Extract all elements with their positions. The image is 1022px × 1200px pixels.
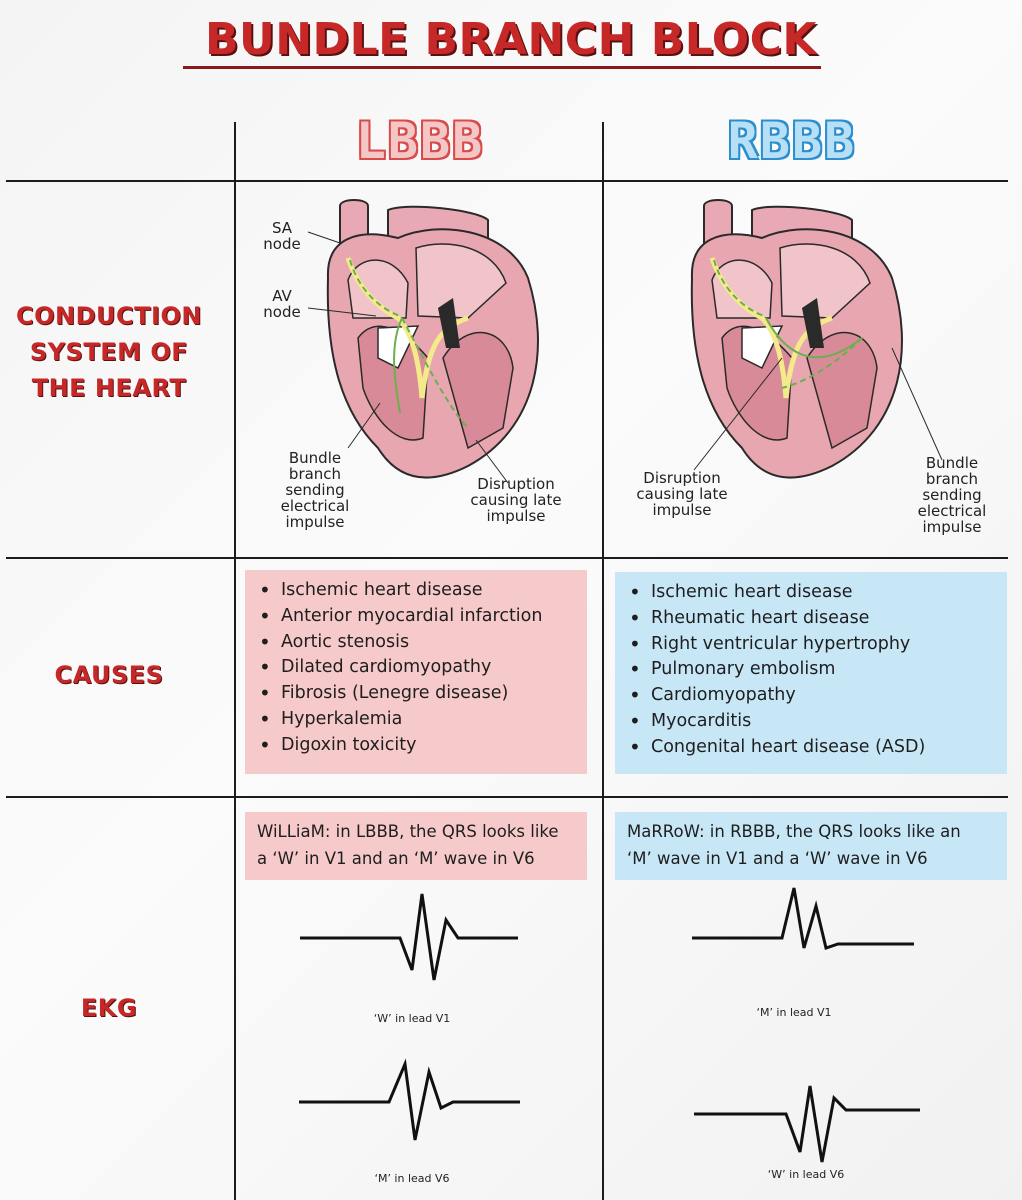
column-header-lbbb: LBBB bbox=[355, 112, 485, 170]
mnemonic-line1-lbbb: : in LBBB, the QRS looks like bbox=[324, 822, 559, 841]
list-item: Right ventricular hypertrophy bbox=[629, 632, 1007, 658]
row-header-causes: CAUSES bbox=[54, 661, 164, 689]
column-header-rbbb: RBBB bbox=[727, 112, 857, 170]
list-item: Digoxin toxicity bbox=[259, 733, 587, 759]
label-av-node-left: AV node bbox=[263, 287, 301, 321]
ekg-caption-lbbb-v1: ‘W’ in lead V1 bbox=[373, 1012, 451, 1025]
label-disruption-right: Disruption causing late impulse bbox=[636, 469, 728, 519]
ekg-trace-rbbb-v6 bbox=[694, 1085, 920, 1163]
list-item: Congenital heart disease (ASD) bbox=[629, 735, 1007, 761]
list-item: Fibrosis (Lenegre disease) bbox=[259, 681, 587, 707]
causes-box-rbbb: Ischemic heart disease Rheumatic heart d… bbox=[615, 572, 1007, 774]
list-item: Hyperkalemia bbox=[259, 707, 587, 733]
row-header-conduction: CONDUCTION SYSTEM OF THE HEART bbox=[16, 302, 202, 402]
list-item: Cardiomyopathy bbox=[629, 683, 1007, 709]
list-item: Pulmonary embolism bbox=[629, 657, 1007, 683]
grid-row-divider-3 bbox=[6, 796, 1008, 798]
grid-divider-left bbox=[234, 122, 236, 1200]
list-item: Anterior myocardial infarction bbox=[259, 604, 587, 630]
grid-row-divider-2 bbox=[6, 557, 1008, 559]
mnemonic-line2-rbbb: ‘M’ wave in V1 and a ‘W’ wave in V6 bbox=[627, 849, 928, 868]
mnemonic-box-lbbb: WiLLiaM: in LBBB, the QRS looks like a ‘… bbox=[245, 812, 587, 880]
causes-box-lbbb: Ischemic heart disease Anterior myocardi… bbox=[245, 570, 587, 774]
ekg-caption-lbbb-v6: ‘M’ in lead V6 bbox=[374, 1172, 450, 1185]
grid-divider-right bbox=[602, 122, 604, 1200]
causes-list-lbbb: Ischemic heart disease Anterior myocardi… bbox=[245, 570, 587, 759]
list-item: Myocarditis bbox=[629, 709, 1007, 735]
ekg-caption-rbbb-v6: ‘W’ in lead V6 bbox=[767, 1168, 845, 1181]
list-item: Aortic stenosis bbox=[259, 630, 587, 656]
mnemonic-line1-rbbb: : in RBBB, the QRS looks like an bbox=[698, 822, 961, 841]
causes-list-rbbb: Ischemic heart disease Rheumatic heart d… bbox=[615, 572, 1007, 761]
list-item: Ischemic heart disease bbox=[629, 580, 1007, 606]
page-title: BUNDLE BRANCH BLOCK bbox=[204, 14, 818, 65]
label-disruption-left: Disruption causing late impulse bbox=[470, 475, 562, 525]
list-item: Rheumatic heart disease bbox=[629, 606, 1007, 632]
mnemonic-word-rbbb: MaRRoW bbox=[627, 822, 699, 841]
grid-row-divider-1 bbox=[6, 180, 1008, 182]
mnemonic-line2-lbbb: a ‘W’ in V1 and an ‘M’ wave in V6 bbox=[257, 849, 535, 868]
title-underline bbox=[183, 66, 821, 69]
ekg-trace-lbbb-v1 bbox=[300, 893, 518, 981]
row-header-ekg: EKG bbox=[80, 994, 138, 1022]
list-item: Dilated cardiomyopathy bbox=[259, 655, 587, 681]
label-bundle-left: Bundle branch sending electrical impulse bbox=[280, 449, 350, 531]
ekg-trace-lbbb-v6 bbox=[299, 1058, 520, 1141]
heart-diagram-lbbb bbox=[307, 199, 539, 484]
label-sa-node-left: SA node bbox=[263, 219, 301, 253]
heart-diagram-rbbb bbox=[690, 199, 943, 479]
label-bundle-right: Bundle branch sending electrical impulse bbox=[917, 454, 987, 536]
ekg-caption-rbbb-v1: ‘M’ in lead V1 bbox=[756, 1006, 832, 1019]
mnemonic-box-rbbb: MaRRoW: in RBBB, the QRS looks like an ‘… bbox=[615, 812, 1007, 880]
list-item: Ischemic heart disease bbox=[259, 578, 587, 604]
ekg-trace-rbbb-v1 bbox=[692, 887, 914, 950]
mnemonic-word-lbbb: WiLLiaM bbox=[257, 822, 325, 841]
